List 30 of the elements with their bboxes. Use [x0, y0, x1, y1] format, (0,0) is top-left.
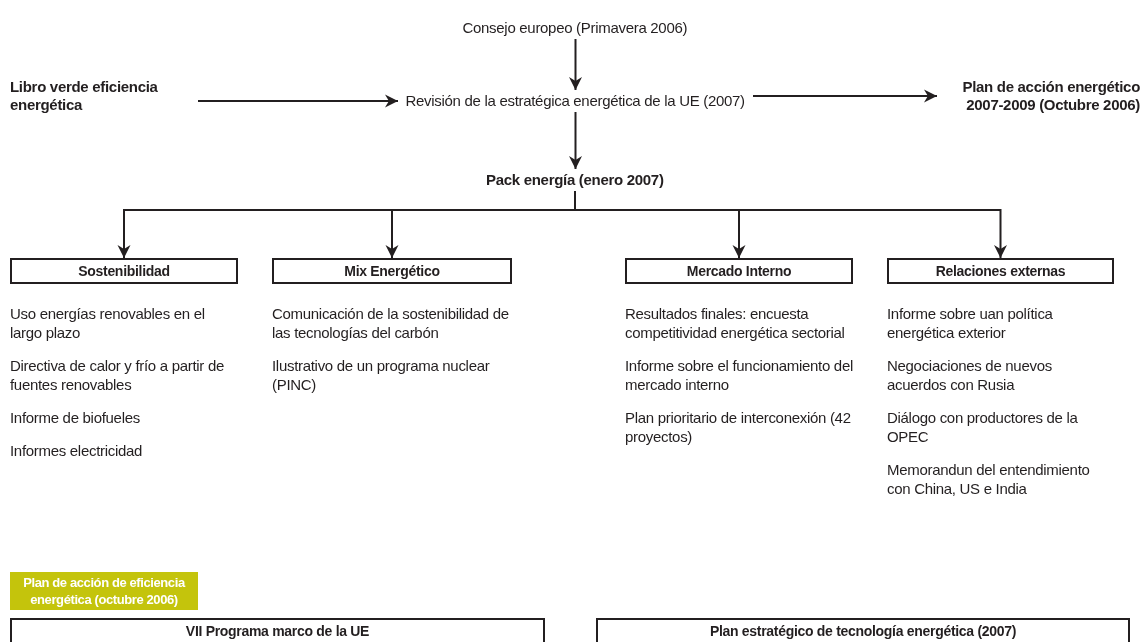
category-box: Relaciones externas — [887, 258, 1114, 284]
arrow — [569, 111, 582, 170]
program-box: VII Programa marco de la UE — [10, 618, 545, 642]
list-item-text: Informe sobre uan política energética exterior — [887, 304, 1054, 342]
list-item-text: Directiva de calor y frío a partir de fuentes renovables — [10, 356, 225, 394]
arrow — [574, 190, 1007, 259]
list-item-text: Plan prioritario de interconexión (42 proyectos) — [625, 408, 852, 446]
list-item-text: Informe de biofueles — [10, 408, 141, 427]
category-box: Sostenibilidad — [10, 258, 238, 284]
highlight-box: Plan de acción de eficiencia energética (octubre 2006) — [10, 572, 198, 610]
program-box: Plan estratégico de tecnología energética (2007) — [596, 618, 1130, 642]
list-item-text: Negociaciones de nuevos acuerdos con Rusia — [887, 356, 1053, 394]
list-item-text: Ilustrativo de un programa nuclear (PINC) — [272, 356, 491, 394]
node-text: Consejo europeo (Primavera 2006) — [462, 19, 688, 37]
list-item-text: Comunicación de la sostenibilidad de las tecnologías del carbón — [272, 304, 510, 342]
node-text: Revisión de la estratégica energética de la UE (2007) — [405, 92, 745, 110]
node-text: Plan de acción energético 2007-2009 (Octubre 2006) — [945, 78, 1140, 114]
list-item-text: Memorandun del entendimiento con China, US e India — [887, 460, 1091, 498]
node-text: Pack energía (enero 2007) — [486, 171, 664, 189]
list-item-text: Diálogo con productores de la OPEC — [887, 408, 1079, 446]
arrow — [197, 94, 399, 108]
arrow — [569, 38, 582, 91]
list-item-text: Uso energías renovables en el largo plazo — [10, 304, 206, 342]
node-text: Libro verde eficiencia energética — [10, 78, 190, 114]
arrow — [752, 89, 938, 103]
list-item-text: Informes electricidad — [10, 441, 144, 460]
category-box: Mix Energético — [272, 258, 512, 284]
list-item-text: Informe sobre el funcionamiento del mercado interno — [625, 356, 853, 394]
category-box: Mercado Interno — [625, 258, 853, 284]
list-item-text: Resultados finales: encuesta competitividad energética sectorial — [625, 304, 846, 342]
